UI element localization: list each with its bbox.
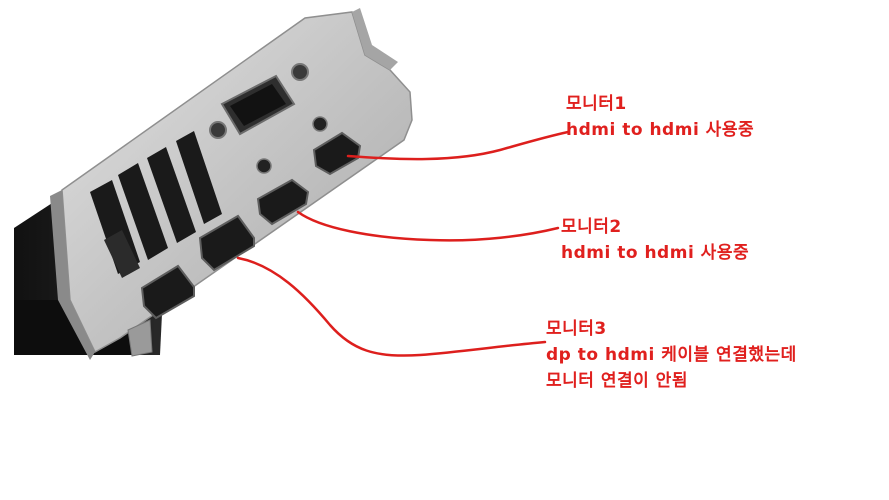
annotation-monitor3: 모니터3 dp to hdmi 케이블 연결했는데 모니터 연결이 안됨 xyxy=(546,316,797,394)
annotation-line-2 xyxy=(296,210,560,242)
annotation-monitor2: 모니터2 hdmi to hdmi 사용중 xyxy=(561,214,749,266)
annotation-line-3 xyxy=(236,256,547,357)
hdmi-port-2-icon xyxy=(256,178,310,226)
displayport-port-2-icon xyxy=(140,264,195,320)
dvi-port-icon xyxy=(209,63,309,139)
annotation-monitor3-detail-2: 모니터 연결이 안됨 xyxy=(546,371,688,391)
annotation-lines xyxy=(236,130,570,357)
annotation-monitor2-detail: hdmi to hdmi 사용중 xyxy=(561,243,750,263)
annotation-monitor2-title: 모니터2 xyxy=(561,217,622,237)
screw-hole-icon xyxy=(256,116,328,174)
annotation-monitor1: 모니터1 hdmi to hdmi 사용중 xyxy=(566,91,754,143)
annotation-monitor3-title: 모니터3 xyxy=(546,319,607,339)
gpu-io-bracket-icon xyxy=(50,8,413,360)
annotation-monitor1-detail: hdmi to hdmi 사용중 xyxy=(566,120,755,140)
annotation-line-1 xyxy=(346,130,570,161)
hdmi-port-1-icon xyxy=(312,131,362,176)
vent-slots-icon xyxy=(90,131,222,278)
displayport-port-1-icon xyxy=(198,214,255,272)
annotation-monitor1-title: 모니터1 xyxy=(566,94,627,114)
bracket-tab xyxy=(127,319,153,357)
annotation-monitor3-detail-1: dp to hdmi 케이블 연결했는데 xyxy=(546,345,797,365)
